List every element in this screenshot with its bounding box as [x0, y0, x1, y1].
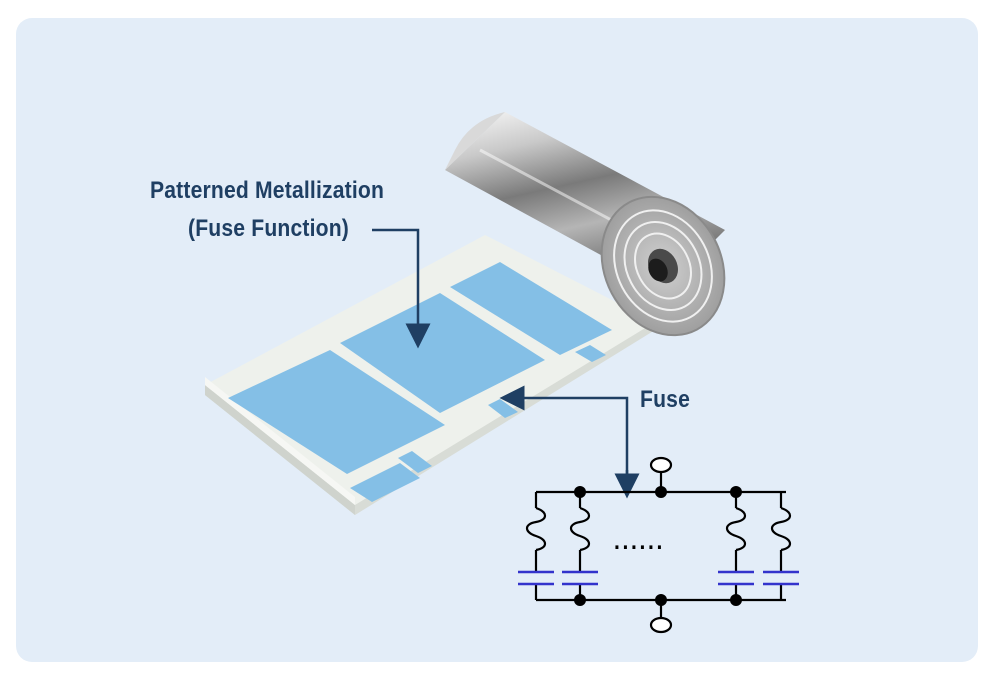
- terminal-node-icon: [649, 456, 673, 474]
- metal-pad: [350, 463, 420, 502]
- metallization-label-line2: (Fuse Function): [188, 215, 350, 242]
- branch: [525, 492, 547, 600]
- callout-arrows: [372, 228, 640, 499]
- metal-pad: [340, 293, 545, 413]
- fuse-label: Fuse: [640, 386, 691, 413]
- capacitor-icon: [718, 570, 754, 586]
- fuse-icon: [725, 506, 747, 552]
- terminal-node-icon: [649, 616, 673, 634]
- metal-pad: [228, 350, 445, 474]
- capacitor-icon: [763, 570, 799, 586]
- fuse-neck: [398, 451, 432, 473]
- metallization-arrow: [372, 228, 431, 349]
- branch: [770, 492, 792, 600]
- fuse-icon: [525, 506, 547, 552]
- fuse-neck: [575, 345, 606, 362]
- film-roll-icon: [445, 112, 726, 337]
- branch-ellipsis: ......: [614, 528, 666, 555]
- equivalent-circuit: [518, 456, 799, 634]
- capacitor-icon: [518, 570, 554, 586]
- fuse-arrow: [499, 385, 629, 484]
- fuse-icon: [770, 506, 792, 552]
- metal-pad: [450, 262, 612, 355]
- fuse-icon: [569, 506, 591, 552]
- capacitor-icon: [562, 570, 598, 586]
- metallization-label-line1: Patterned Metallization: [150, 177, 385, 204]
